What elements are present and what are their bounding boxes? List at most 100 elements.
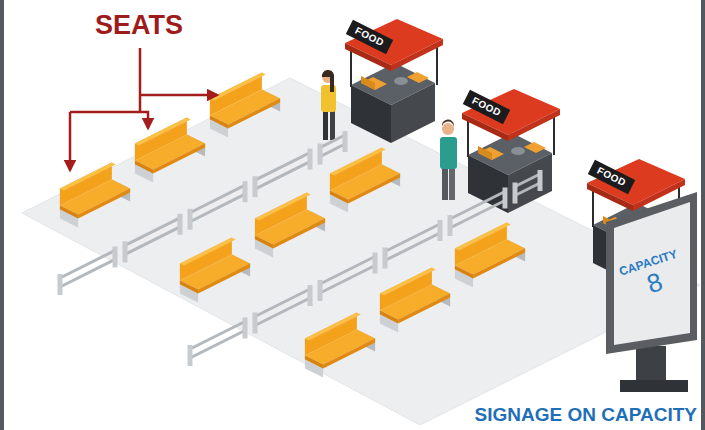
seating-area (60, 73, 540, 378)
railing-bar (320, 135, 345, 148)
seat-front (228, 99, 280, 129)
railing-bar (60, 250, 115, 278)
seat-side (210, 115, 228, 128)
seat-side (60, 205, 78, 218)
food-stall-part (351, 85, 391, 143)
sign-text: FOOD (594, 165, 627, 190)
seat-front (78, 189, 130, 219)
stall-sign: FOOD (587, 160, 634, 194)
seat-side (135, 160, 153, 173)
food-stall-part (524, 142, 546, 153)
seat (210, 73, 280, 138)
railing-post (438, 220, 443, 241)
railing (190, 170, 540, 366)
seat-front (323, 339, 375, 369)
railing-post (513, 183, 518, 204)
person-woman (321, 70, 336, 140)
food-stall-part (553, 113, 555, 155)
capacity-sign-part (636, 346, 666, 382)
food-stall-part (407, 72, 429, 83)
railing-post (123, 241, 128, 262)
railing-post (178, 214, 183, 235)
seat (60, 163, 130, 228)
railing-post (318, 280, 323, 301)
railing-post (538, 170, 543, 191)
food-stall-part (361, 77, 387, 90)
railing-post (113, 246, 118, 267)
railing-post (243, 318, 248, 339)
seat-front (198, 264, 250, 294)
person-woman-part (323, 110, 328, 140)
railing-post (503, 188, 508, 209)
railing-post (383, 248, 388, 269)
frame-bar-part (701, 0, 705, 430)
seat (135, 118, 205, 183)
sign-text: FOOD (469, 95, 502, 120)
railing-bar (190, 322, 245, 350)
stall-sign: FOOD (345, 20, 392, 54)
railing-post (58, 274, 63, 295)
food-stall-part (361, 76, 375, 90)
seat-front (348, 174, 400, 204)
seat-side (455, 265, 473, 278)
seat (380, 268, 450, 333)
food-stall-part (436, 43, 438, 85)
seat-side (330, 190, 348, 203)
food-stall-part (345, 19, 443, 65)
food-stall-part (468, 155, 508, 213)
railing-post (243, 181, 248, 202)
sign-text: FOOD (352, 25, 385, 50)
railing-post (308, 285, 313, 306)
stall-sign: FOOD (462, 90, 509, 124)
railing-post (448, 215, 453, 236)
food-stall-part (478, 146, 492, 160)
seats-leader-part (139, 48, 142, 112)
railing-bar (385, 224, 440, 252)
seat (255, 193, 325, 258)
person-man-part (440, 137, 457, 169)
capacity-panel: CAPACITY8 (612, 243, 692, 308)
seats-leader (70, 48, 217, 170)
person-man-part (442, 167, 448, 200)
person-woman-part (330, 110, 335, 140)
food-stall-part (391, 83, 435, 143)
railing-post (188, 209, 193, 230)
food-stall-part (587, 159, 685, 205)
capacity-sign-part (620, 380, 688, 392)
person-woman-part (322, 70, 334, 92)
food-stall-part (508, 109, 560, 141)
railing-bar (515, 174, 540, 187)
person-man-part (442, 123, 454, 135)
seat-side (305, 355, 323, 368)
food-stall-part (467, 119, 469, 157)
seat (330, 148, 400, 213)
signage-label: SIGNAGE ON CAPACITY (475, 403, 697, 426)
railing-bar (320, 257, 375, 285)
railing-bar (255, 289, 310, 317)
food-stall-part (350, 49, 352, 87)
railing (60, 131, 345, 295)
railing-post (253, 313, 258, 334)
seat-front (153, 144, 205, 174)
seats-leader-part (70, 112, 148, 128)
capacity-sign-part (606, 192, 697, 354)
seats-label: SEATS (95, 10, 183, 41)
person-man-part (449, 167, 455, 200)
seat-side (255, 235, 273, 248)
railing-post (253, 176, 258, 197)
capacity-sign (606, 192, 697, 392)
seat (305, 313, 375, 378)
floor-part (22, 78, 700, 425)
food-stall-part (511, 147, 525, 155)
food-stall-part (592, 189, 594, 227)
railing-post (318, 144, 323, 165)
floor (22, 78, 700, 425)
railing-bar (190, 185, 245, 213)
food-stall (462, 89, 560, 213)
railing-bar (450, 192, 505, 220)
seat-side (380, 310, 398, 323)
